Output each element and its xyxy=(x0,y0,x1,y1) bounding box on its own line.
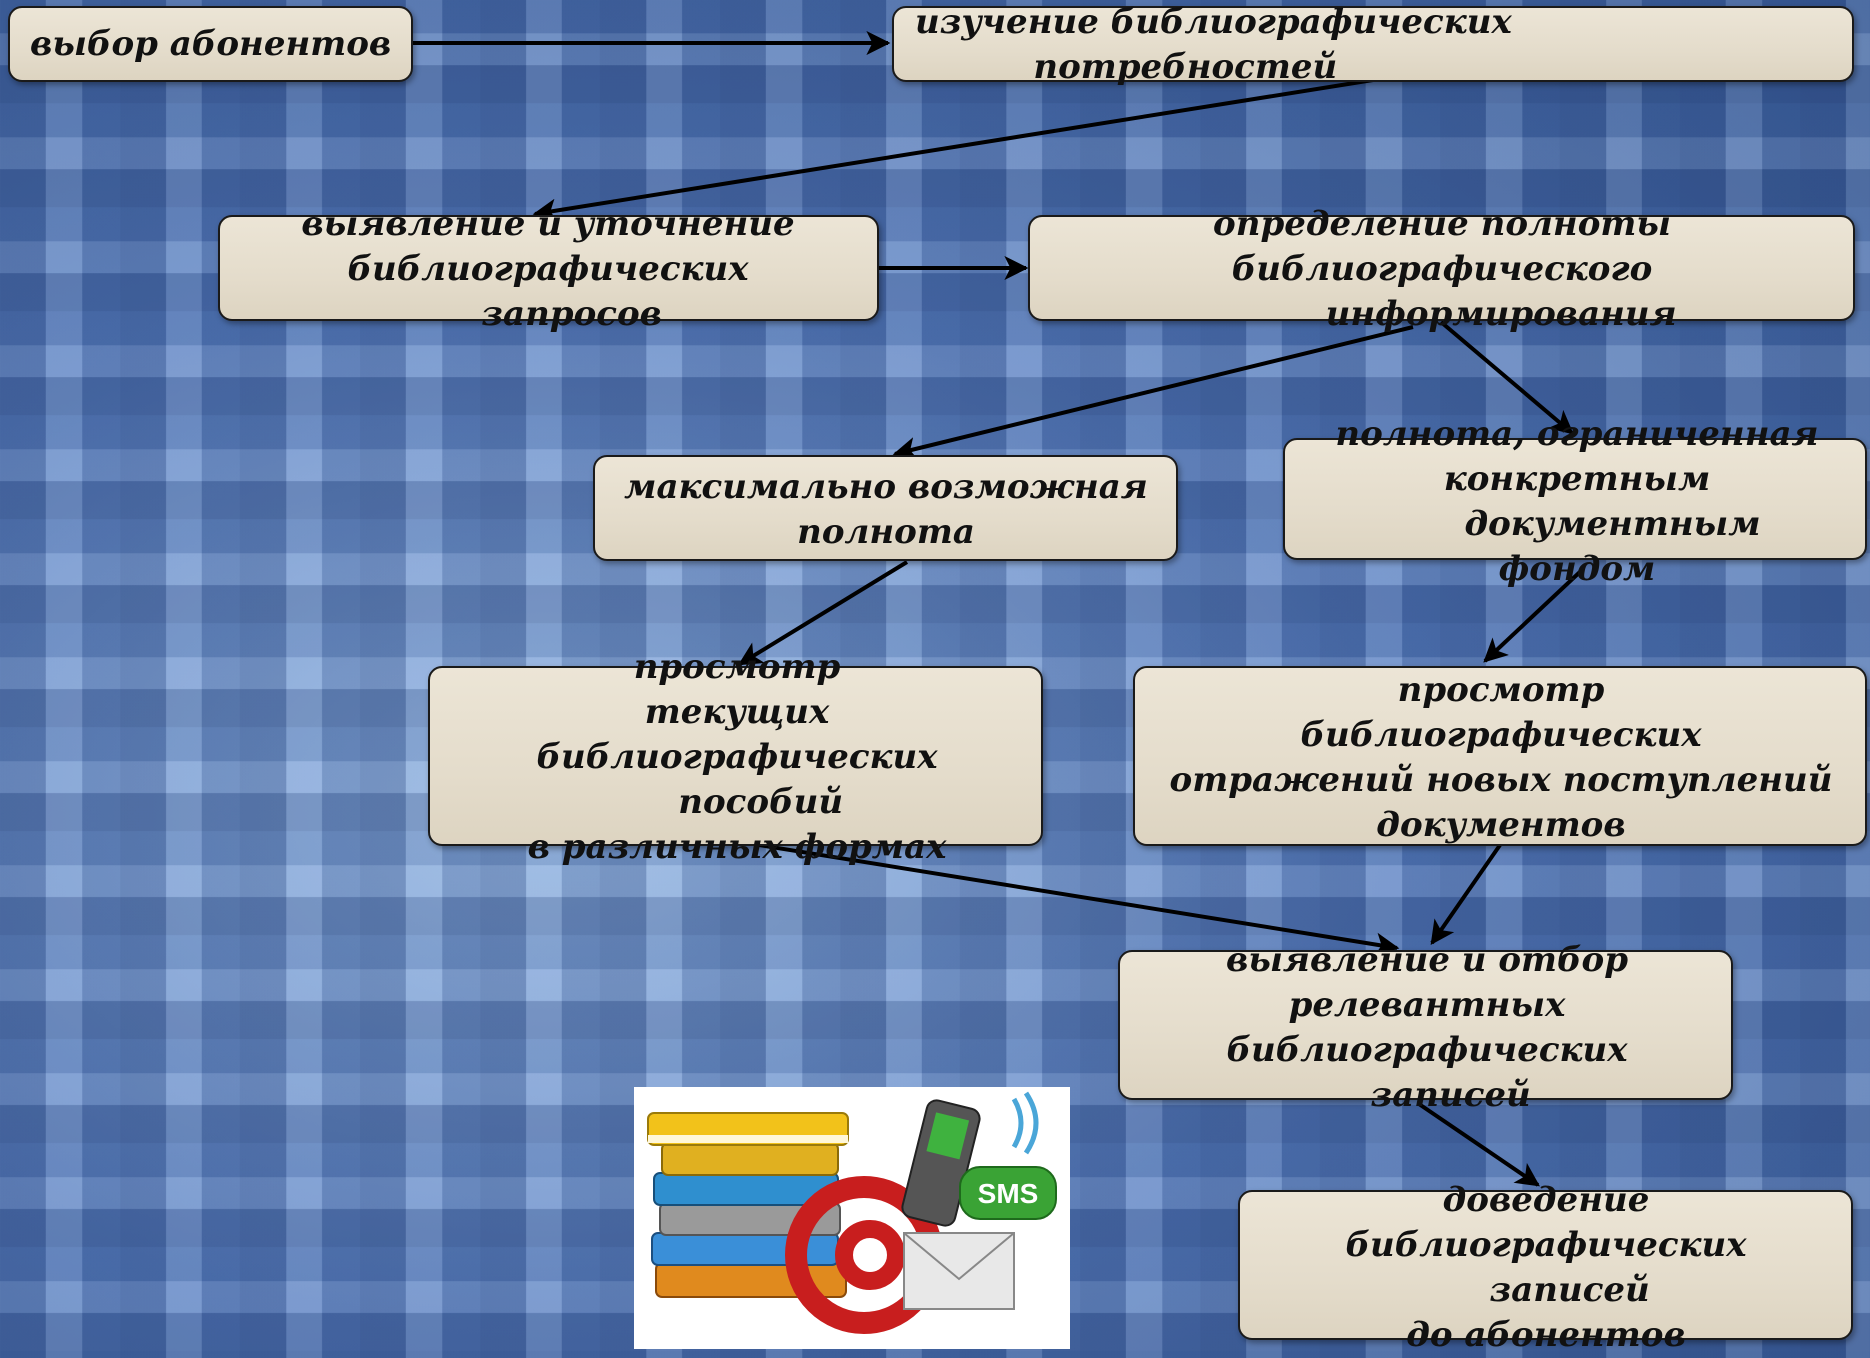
arrow-current-aids-to-relevant xyxy=(758,843,1400,957)
label-max-completeness: максимально возможная полнота xyxy=(624,467,1148,552)
box-current-aids-review xyxy=(428,666,1043,846)
sms-badge: SMS xyxy=(959,1166,1057,1220)
box-subscriber-selection xyxy=(8,6,413,82)
label-needs-study: изучение библиографических потребностей xyxy=(915,2,1512,87)
arrow-needs-to-requests xyxy=(532,78,1374,223)
label-relevant-records: выявление и отбор релевантных библиограф… xyxy=(1225,940,1629,1115)
box-max-completeness xyxy=(593,455,1178,561)
box-delivery xyxy=(1238,1190,1853,1340)
signal-waves-icon xyxy=(1011,1091,1039,1155)
box-requests-clarification xyxy=(218,215,879,321)
books-email-sms-illustration: SMS xyxy=(647,1091,1057,1334)
label-delivery: доведение библиографических записей до а… xyxy=(1345,1180,1747,1355)
arrow-max-to-current-aids xyxy=(737,560,909,666)
communication-clipart: SMS xyxy=(634,1087,1070,1349)
arrow-completeness-to-max xyxy=(892,325,1414,461)
box-completeness-definition xyxy=(1028,215,1855,321)
label-requests-clarification: выявление и уточнение библиографических … xyxy=(301,204,795,334)
arrow-completeness-to-limited xyxy=(1439,320,1574,435)
label-current-aids-review: просмотр текущих библиографических пособ… xyxy=(527,647,947,867)
arrow-new-acquisitions-to-relevant xyxy=(1430,843,1502,945)
arrow-relevant-to-delivery xyxy=(1417,1102,1540,1187)
envelope-icon xyxy=(903,1232,1015,1310)
label-limited-completeness: полнота, ограниченная конкретным докумен… xyxy=(1335,414,1819,589)
sms-badge-label: SMS xyxy=(978,1178,1039,1209)
label-completeness-definition: определение полноты библиографического и… xyxy=(1213,204,1677,334)
arrow-limited-to-new-acquisitions xyxy=(1483,568,1584,663)
label-new-acquisitions-review: просмотр библиографических отражений нов… xyxy=(1169,670,1833,845)
label-subscriber-selection: выбор абонентов xyxy=(30,24,392,64)
book-stack-icon xyxy=(647,1112,849,1298)
box-relevant-records xyxy=(1118,950,1733,1100)
box-needs-study xyxy=(892,6,1854,82)
box-limited-completeness xyxy=(1283,438,1867,560)
box-new-acquisitions-review xyxy=(1133,666,1867,846)
